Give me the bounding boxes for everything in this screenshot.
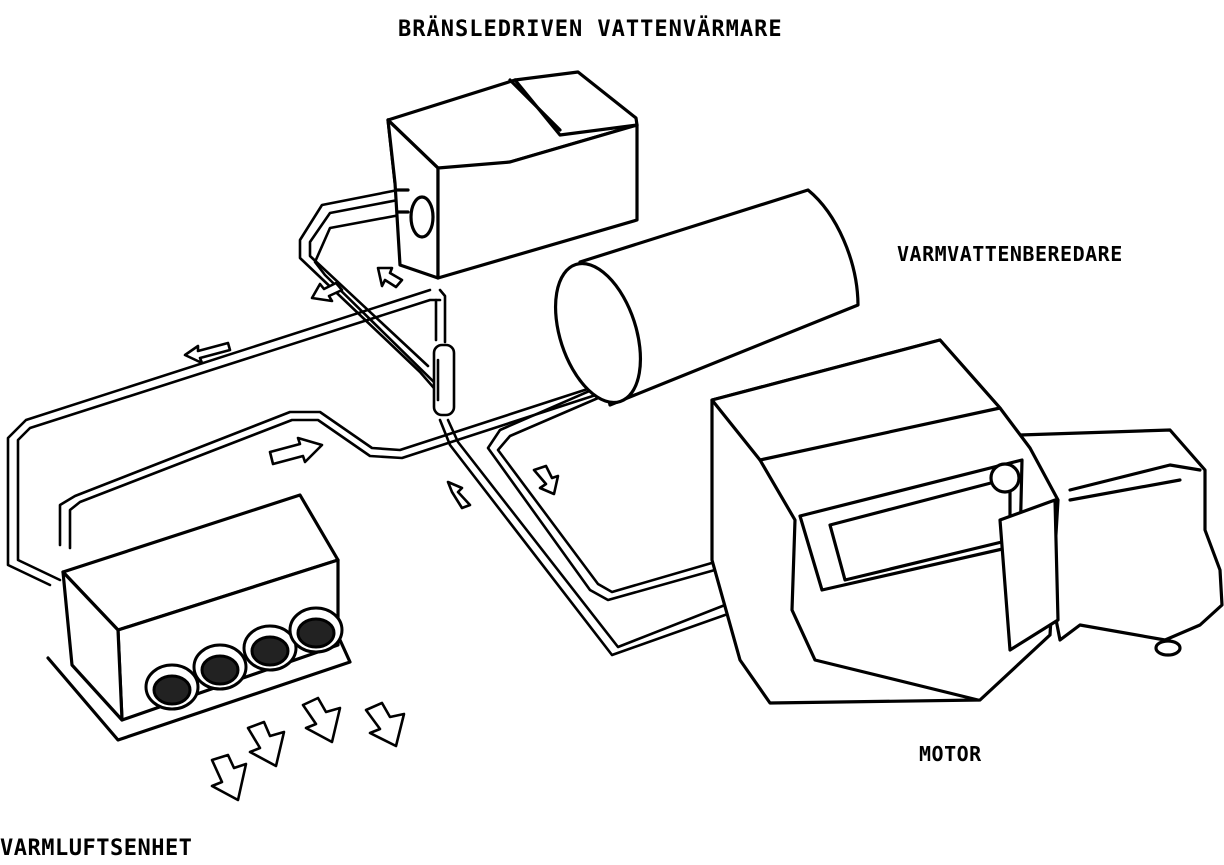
flow-arrow-2 bbox=[310, 281, 344, 303]
water-boiler bbox=[553, 188, 860, 407]
air-arrow-1 bbox=[210, 753, 248, 802]
hot-air-unit bbox=[46, 493, 352, 742]
pipe-left-second bbox=[6, 288, 432, 587]
heater-port bbox=[409, 195, 435, 239]
air-arrow-4 bbox=[364, 701, 406, 748]
boiler-end-cap bbox=[553, 261, 643, 405]
pipe-left-inner bbox=[434, 288, 447, 344]
pipe-return-outer bbox=[58, 383, 602, 547]
boiler-body bbox=[578, 188, 860, 407]
air-arrow-2 bbox=[246, 720, 286, 768]
pipe-network bbox=[6, 188, 727, 657]
label-hot-air-unit: VARMLUFTSENHET bbox=[0, 836, 193, 861]
engine-top-cover bbox=[710, 338, 1002, 462]
label-engine: MOTOR bbox=[919, 742, 982, 766]
unit-side bbox=[61, 570, 124, 722]
flow-arrows bbox=[183, 266, 560, 802]
pipe-engine-inner bbox=[446, 418, 727, 649]
pipe-supply-inner bbox=[308, 198, 430, 368]
air-outlets bbox=[144, 606, 344, 711]
engine-side-panel bbox=[998, 498, 1060, 652]
heater-ridge bbox=[513, 78, 639, 137]
pipe-engine-outer bbox=[438, 418, 727, 657]
fuel-water-heater bbox=[386, 70, 639, 280]
label-water-boiler: VARMVATTENBEREDARE bbox=[897, 242, 1123, 266]
pipe-left-outer bbox=[16, 298, 442, 582]
flow-arrow-1 bbox=[183, 341, 232, 365]
pipe-boiler-outer bbox=[486, 380, 724, 602]
air-arrow-3 bbox=[301, 696, 342, 744]
flow-arrow-6 bbox=[532, 464, 560, 496]
engine bbox=[710, 338, 1224, 705]
heater-side bbox=[436, 123, 639, 280]
flow-arrow-4 bbox=[268, 436, 324, 466]
pipe-boiler-inner bbox=[496, 390, 724, 594]
pipe-return-inner bbox=[68, 391, 604, 550]
label-fuel-water-heater: BRÄNSLEDRIVEN VATTENVÄRMARE bbox=[398, 17, 783, 42]
engine-mount bbox=[1154, 639, 1182, 657]
engine-filler-cap bbox=[989, 462, 1021, 494]
flow-arrow-5 bbox=[446, 480, 472, 510]
flow-arrow-3 bbox=[376, 266, 404, 289]
